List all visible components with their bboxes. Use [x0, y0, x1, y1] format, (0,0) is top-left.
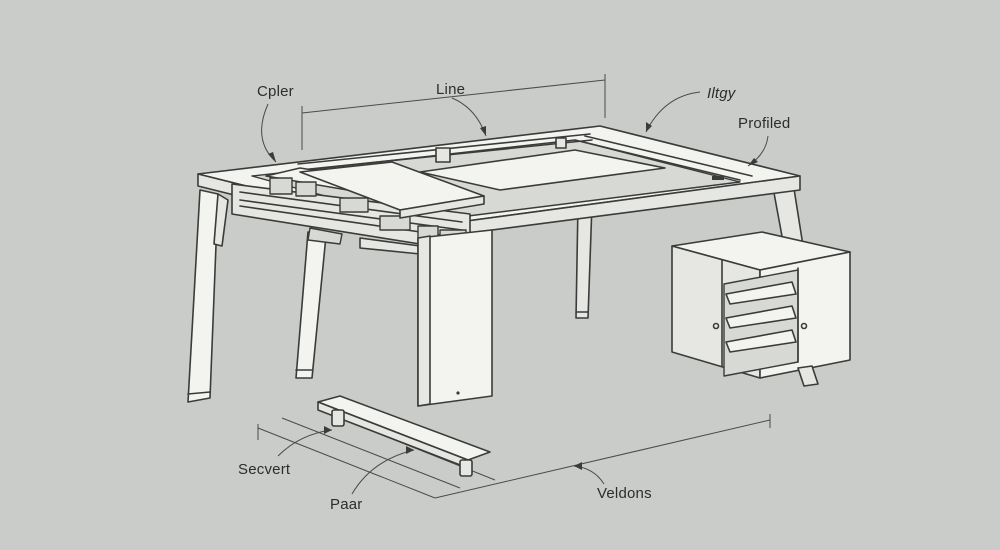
label-profiled: Profiled [738, 115, 791, 132]
leader-arrows [261, 91, 769, 495]
label-paar: Paar [330, 496, 363, 513]
label-itgy: Iltgy [707, 85, 736, 102]
label-veldons: Veldons [597, 485, 652, 502]
back-left-leg [575, 203, 593, 319]
label-secvert: Secvert [238, 461, 291, 478]
center-support-panel [417, 229, 493, 407]
front-left-leg [187, 189, 229, 403]
slide-mechanism [231, 161, 485, 255]
top-dimension-line [301, 74, 606, 150]
label-line: Line [436, 81, 466, 98]
footrest-bar [317, 395, 491, 477]
storage-cabinet [671, 231, 851, 387]
label-copier: Cpler [257, 83, 294, 100]
front-middle-leg [295, 231, 327, 379]
